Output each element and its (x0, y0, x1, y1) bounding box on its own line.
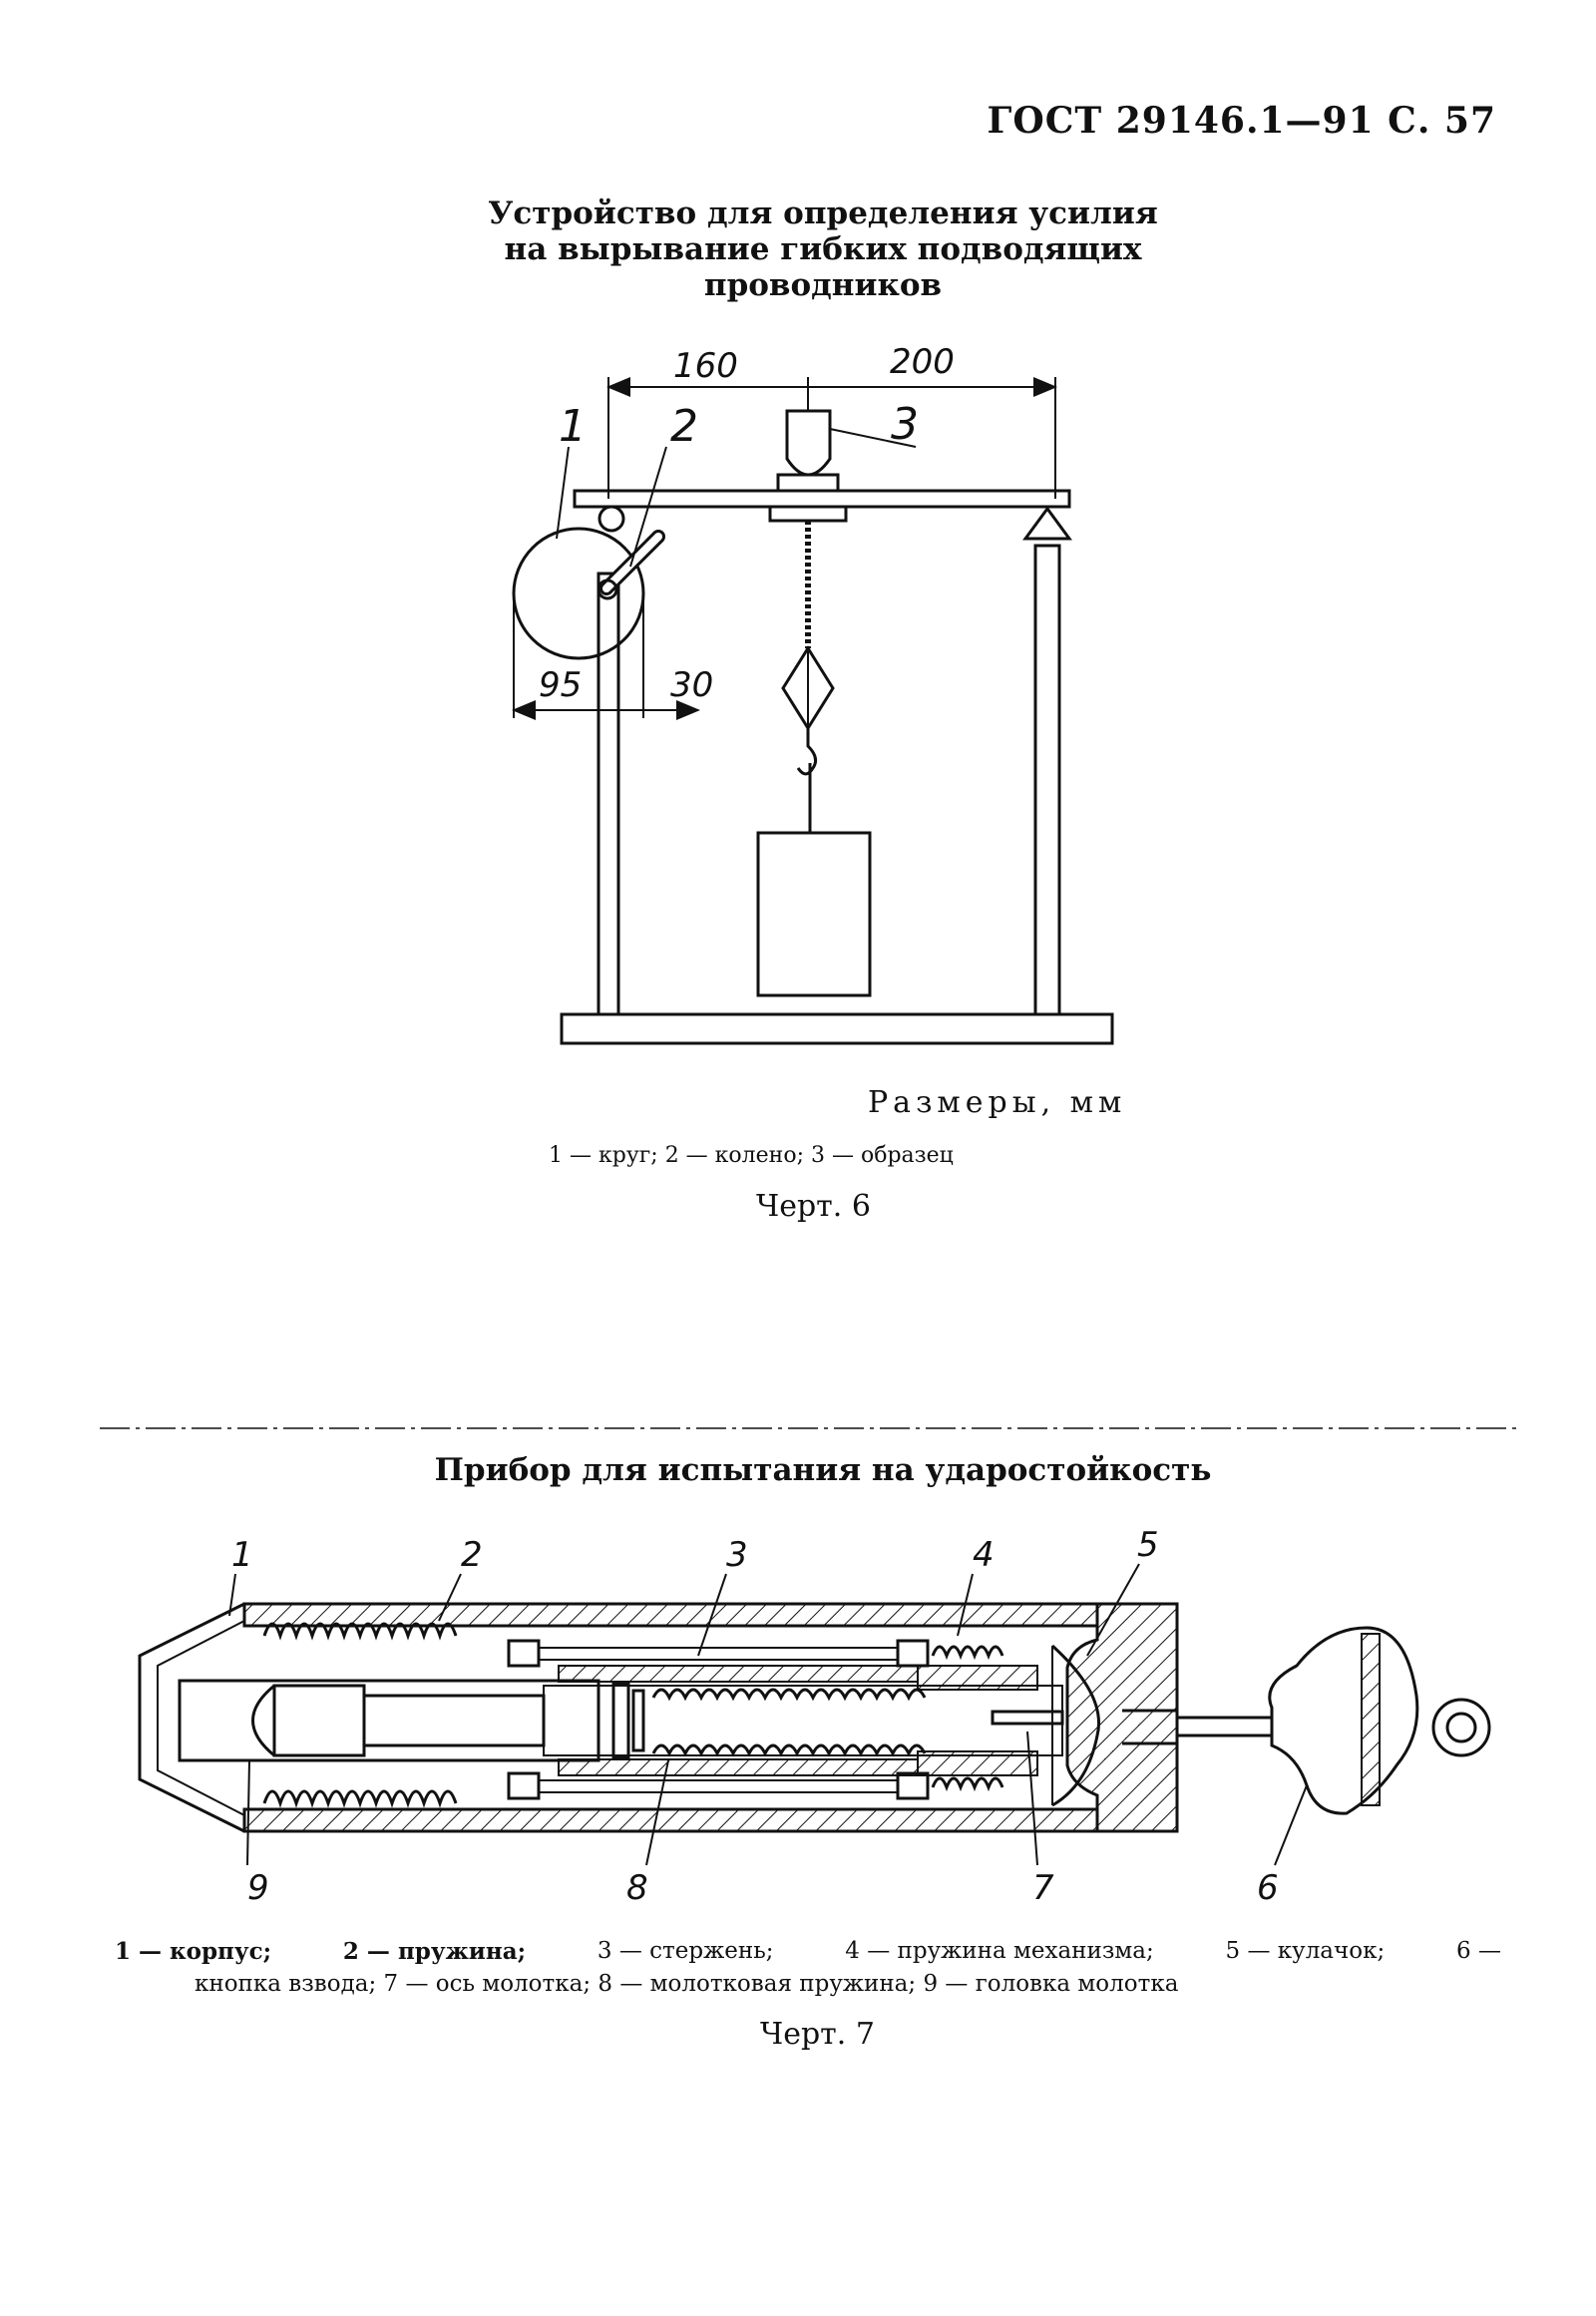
figure6-caption: Черт. 6 (756, 1189, 871, 1224)
callout-8: 8 (626, 1868, 648, 1908)
callout-1: 1 (559, 401, 587, 452)
page-header: ГОСТ 29146.1—91 С. 57 (987, 100, 1496, 142)
spring-8 (651, 1688, 927, 1757)
nose-cone (138, 1602, 245, 1833)
sample-holder (785, 409, 832, 477)
dim-95: 95 (539, 665, 582, 705)
callout-1: 1 (231, 1535, 253, 1575)
dim-160: 160 (673, 346, 738, 386)
dimensions-note: Размеры, мм (868, 1085, 1127, 1120)
hook (796, 728, 818, 776)
figure6-legend: 1 — круг; 2 — колено; 3 — образец (549, 1143, 954, 1168)
eye-ring (1431, 1698, 1491, 1757)
figure6-title-line: проводников (703, 267, 943, 303)
figure7-legend-line2: кнопка взвода; 7 — ось молотка; 8 — моло… (195, 1971, 1179, 1997)
callout-3: 3 (726, 1535, 748, 1575)
spring-2 (262, 1622, 458, 1808)
inner-tube (178, 1679, 600, 1762)
legend-item: 1 — корпус; (115, 1938, 272, 1965)
holder-clamp-lower (768, 505, 848, 523)
figure7-legend: 1 — корпус; 2 — пружина; 3 — стержень; 4… (115, 1935, 1501, 2001)
hammer-axis (991, 1710, 1064, 1726)
figure7-title: Прибор для испытания на ударостойкость (434, 1452, 1212, 1488)
body-wall-top (242, 1602, 1099, 1628)
base-plate (560, 1012, 1114, 1045)
figure6-drawing: 160 200 95 30 1 2 3 (512, 342, 1114, 1045)
figure6-title-line: Устройство для определения усилия (488, 195, 1158, 231)
figure7-legend-line1: 1 — корпус; 2 — пружина; 3 — стержень; 4… (115, 1935, 1501, 1968)
figure7-caption: Черт. 7 (760, 2017, 875, 2052)
body-wall-bottom (242, 1807, 1099, 1833)
callout-7: 7 (1032, 1868, 1054, 1908)
callout-4: 4 (973, 1535, 995, 1575)
callout-2: 2 (670, 401, 698, 452)
body-end-block (1065, 1602, 1179, 1833)
callout-2: 2 (461, 1535, 483, 1575)
callout-9: 9 (247, 1868, 269, 1908)
callout-5: 5 (1137, 1525, 1159, 1565)
holder-clamp (776, 473, 840, 493)
callout-6: 6 (1257, 1868, 1279, 1908)
dim-30: 30 (670, 665, 713, 705)
figure7-drawing: 1 2 3 4 5 6 7 8 9 (100, 1427, 1516, 1908)
cam (1050, 1644, 1100, 1807)
right-post (1033, 544, 1061, 1016)
figure6-title: Устройство для определения усилия на выр… (0, 195, 1596, 303)
small-wheel (598, 505, 625, 533)
pivot-triangle (1022, 506, 1072, 541)
figure6-title-line: на вырывание гибких подводящих (504, 231, 1142, 267)
spring-4 (931, 1645, 1004, 1792)
callout-3: 3 (891, 399, 919, 450)
dim-200: 200 (890, 342, 955, 382)
hammer-head (251, 1684, 275, 1757)
circle-part (512, 527, 645, 660)
hammer-shaft (362, 1694, 546, 1747)
legend-item: 3 — стержень; (597, 1938, 774, 1964)
legend-item: 2 — пружина; (342, 1938, 527, 1965)
cocking-knob (1268, 1626, 1419, 1815)
legend-item: 4 — пружина механизма; (845, 1938, 1154, 1964)
legend-item: 6 — (1456, 1938, 1501, 1964)
left-post (597, 572, 620, 1016)
legend-item: 5 — кулачок; (1225, 1938, 1386, 1964)
weight (756, 831, 872, 997)
